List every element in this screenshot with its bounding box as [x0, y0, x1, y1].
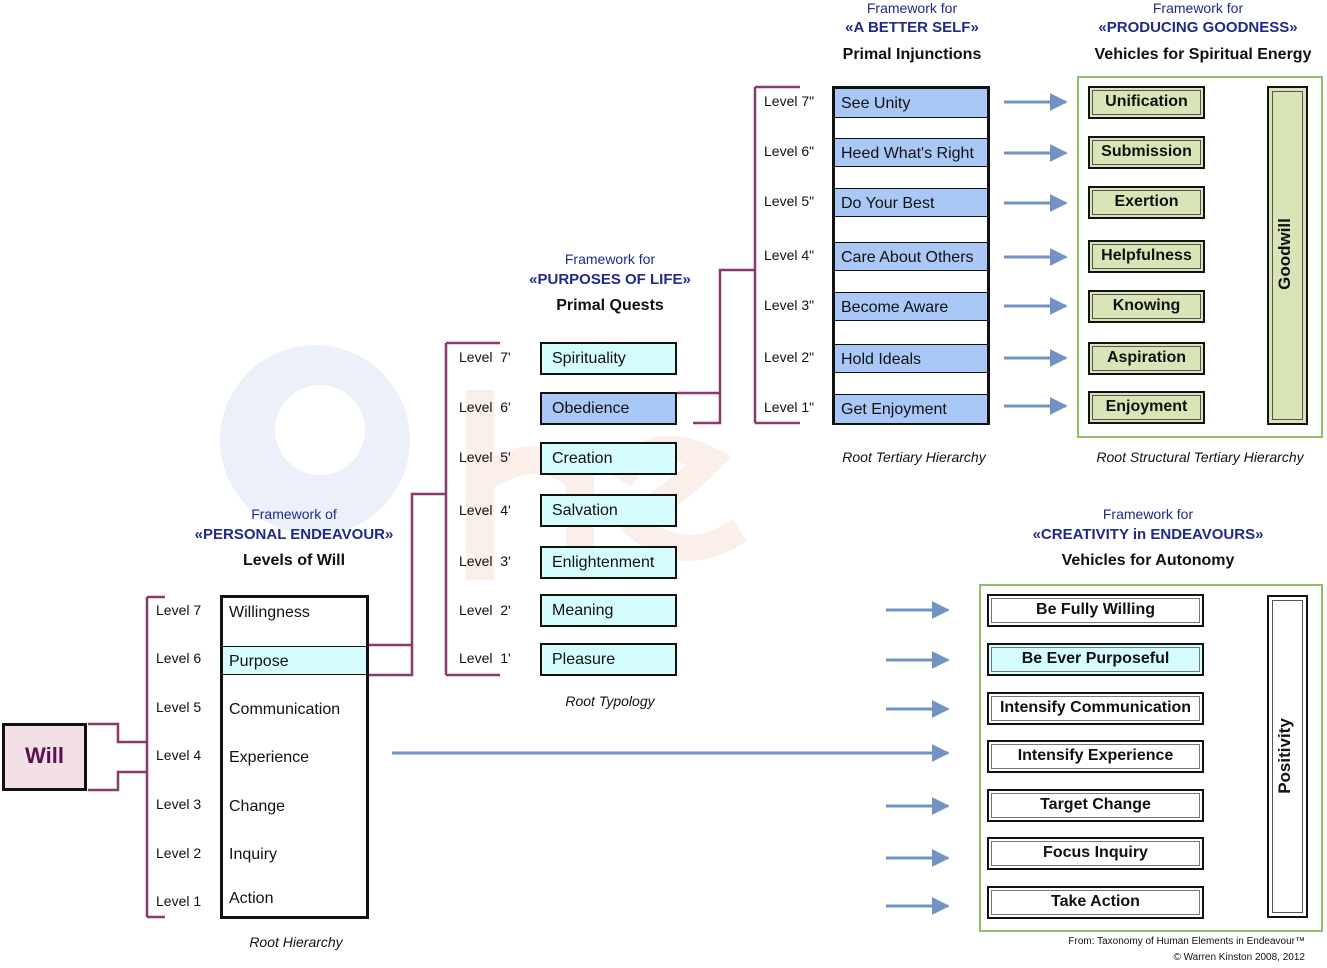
levels-of-will-column: Willingness Purpose Communication Experi… — [220, 595, 369, 919]
autonomy-target-change[interactable]: Target Change — [987, 789, 1204, 822]
obedience-link — [677, 268, 755, 425]
better-self-framework-name: «A BETTER SELF» — [845, 19, 979, 36]
better-self-framework-line: Framework for — [866, 0, 958, 16]
purposes-framework-line: Framework for — [564, 251, 656, 267]
quest-salvation[interactable]: Salvation — [540, 494, 677, 527]
will-level-1[interactable]: Action — [229, 890, 274, 907]
autonomy-be-fully-willing[interactable]: Be Fully Willing — [987, 594, 1204, 627]
will-level-2[interactable]: Inquiry — [229, 846, 278, 863]
personal-level-label: Level 7 — [156, 602, 202, 618]
personal-framework-name: «PERSONAL ENDEAVOUR» — [194, 526, 394, 543]
personal-title: Levels of Will — [242, 552, 346, 569]
injunction-heed-whats-right[interactable]: Heed What's Right — [835, 138, 987, 167]
injunction-see-unity[interactable]: See Unity — [835, 89, 987, 118]
quest-obedience[interactable]: Obedience — [540, 392, 677, 425]
quest-creation[interactable]: Creation — [540, 442, 677, 475]
injunction-become-aware[interactable]: Become Aware — [835, 292, 987, 321]
creativity-framework-name: «CREATIVITY in ENDEAVOURS» — [1032, 526, 1264, 543]
will-box[interactable]: Will — [2, 723, 87, 791]
purposes-level-label: Level 3' — [459, 553, 511, 569]
purposes-level-label: Level 4' — [459, 502, 511, 518]
goodness-title: Vehicles for Spiritual Energy — [1094, 46, 1312, 63]
quest-pleasure[interactable]: Pleasure — [540, 643, 677, 676]
autonomy-intensify-experience[interactable]: Intensify Experience — [987, 740, 1204, 773]
purposes-caption: Root Typology — [565, 693, 655, 709]
autonomy-take-action[interactable]: Take Action — [987, 886, 1204, 919]
quests-bracket — [444, 341, 500, 677]
will-level-6[interactable]: Purpose — [223, 646, 366, 675]
purposes-framework-name: «PURPOSES OF LIFE» — [529, 271, 691, 288]
goodness-caption: Root Structural Tertiary Hierarchy — [1096, 449, 1304, 465]
primal-injunctions-column: See Unity Heed What's Right Do Your Best… — [832, 86, 990, 425]
personal-level-label: Level 6 — [156, 650, 202, 666]
will-level-5[interactable]: Communication — [229, 701, 341, 718]
purposes-level-label: Level 6' — [459, 399, 511, 415]
copyright-note: © Warren Kinston 2008, 2012 — [1173, 952, 1305, 963]
vehicle-helpfulness[interactable]: Helpfulness — [1088, 240, 1205, 273]
vehicle-unification[interactable]: Unification — [1088, 86, 1205, 119]
purposes-title: Primal Quests — [556, 297, 664, 314]
injunction-level-label: Level 2" — [764, 349, 815, 365]
goodness-framework-line: Framework for — [1152, 0, 1244, 16]
injunction-do-your-best[interactable]: Do Your Best — [835, 188, 987, 217]
will-level-4[interactable]: Experience — [229, 749, 310, 766]
positivity-bar[interactable] — [1267, 595, 1308, 918]
quest-spirituality[interactable]: Spirituality — [540, 342, 677, 375]
personal-level-label: Level 2 — [156, 845, 202, 861]
vehicle-exertion[interactable]: Exertion — [1088, 186, 1205, 219]
quest-enlightenment[interactable]: Enlightenment — [540, 546, 677, 579]
personal-caption: Root Hierarchy — [249, 934, 343, 950]
creativity-title: Vehicles for Autonomy — [1061, 552, 1235, 569]
injunction-hold-ideals[interactable]: Hold Ideals — [835, 344, 987, 373]
goodwill-bar[interactable] — [1267, 86, 1308, 425]
purpose-link — [368, 492, 445, 677]
creativity-framework-line: Framework for — [1102, 506, 1194, 522]
injunction-level-label: Level 1" — [764, 399, 815, 415]
will-level-7[interactable]: Willingness — [229, 604, 310, 621]
goodness-framework-name: «PRODUCING GOODNESS» — [1098, 19, 1298, 36]
injunction-level-label: Level 5" — [764, 193, 815, 209]
quest-meaning[interactable]: Meaning — [540, 594, 677, 627]
injunction-get-enjoyment[interactable]: Get Enjoyment — [835, 394, 987, 423]
positivity-label: Positivity — [1275, 718, 1294, 794]
purposes-level-label: Level 7' — [459, 349, 511, 365]
purposes-level-label: Level 2' — [459, 602, 511, 618]
better-self-caption: Root Tertiary Hierarchy — [842, 449, 986, 465]
injunction-care-about-others[interactable]: Care About Others — [835, 242, 987, 271]
personal-framework-line: Framework of — [251, 506, 337, 522]
goodwill-label: Goodwill — [1275, 218, 1294, 290]
vehicle-knowing[interactable]: Knowing — [1088, 290, 1205, 323]
purposes-level-label: Level 5' — [459, 449, 511, 465]
vehicle-aspiration[interactable]: Aspiration — [1088, 342, 1205, 375]
vehicle-submission[interactable]: Submission — [1088, 136, 1205, 169]
autonomy-focus-inquiry[interactable]: Focus Inquiry — [987, 837, 1204, 870]
personal-level-label: Level 5 — [156, 699, 202, 715]
injunction-level-label: Level 3" — [764, 297, 815, 313]
will-bracket — [88, 722, 147, 792]
autonomy-intensify-communication[interactable]: Intensify Communication — [987, 692, 1204, 725]
injunction-level-label: Level 4" — [764, 247, 815, 263]
levels-bracket — [145, 595, 165, 919]
source-note: From: Taxonomy of Human Elements in Ende… — [1068, 936, 1305, 947]
injunction-level-label: Level 6" — [764, 143, 815, 159]
injunctions-bracket — [753, 85, 800, 425]
better-self-title: Primal Injunctions — [842, 46, 982, 63]
purposes-level-label: Level 1' — [459, 650, 511, 666]
personal-level-label: Level 1 — [156, 893, 202, 909]
will-level-3[interactable]: Change — [229, 798, 286, 815]
autonomy-be-ever-purposeful[interactable]: Be Ever Purposeful — [987, 643, 1204, 676]
injunction-level-label: Level 7" — [764, 93, 815, 109]
personal-level-label: Level 4 — [156, 747, 202, 763]
personal-level-label: Level 3 — [156, 796, 202, 812]
vehicle-enjoyment[interactable]: Enjoyment — [1088, 391, 1205, 424]
